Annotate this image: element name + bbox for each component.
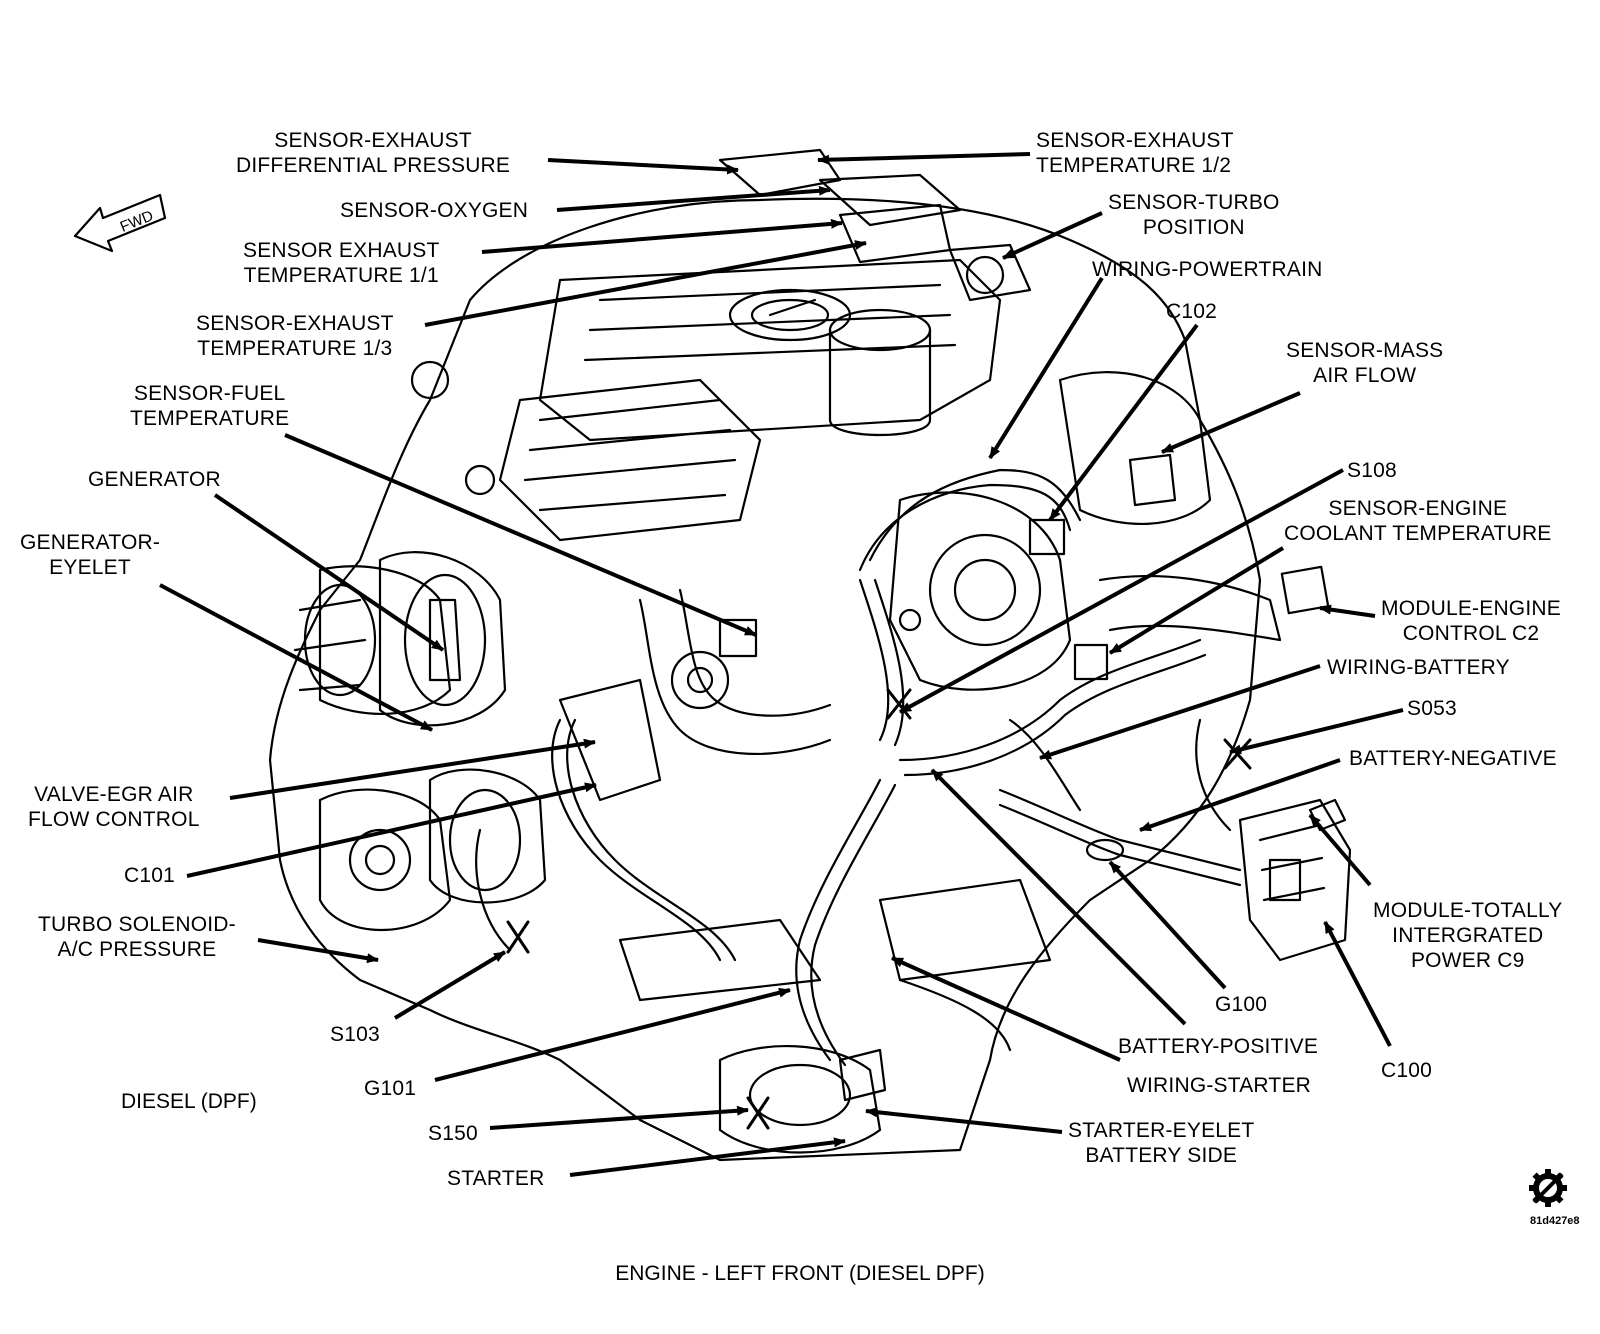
label-module-engine-control-c2: MODULE-ENGINE CONTROL C2 [1381,597,1561,645]
label-sensor-exhaust-differential-pressure: SENSOR-EXHAUST DIFFERENTIAL PRESSURE [236,129,511,177]
label-sensor-mass-air-flow: SENSOR-MASS AIR FLOW [1286,339,1444,387]
label-module-totally-intergrated-power-c9: MODULE-TOTALLY INTERGRATED POWER C9 [1373,899,1563,972]
label-wiring-battery: WIRING-BATTERY [1327,656,1510,679]
label-s108: S108 [1347,459,1397,482]
label-starter-eyelet-battery-side: STARTER-EYELET BATTERY SIDE [1068,1119,1255,1167]
leader-lines [159,152,1404,1177]
engine-drawing [268,148,1352,1162]
label-sensor-exhaust-temperature-1-1: SENSOR EXHAUST TEMPERATURE 1/1 [243,239,440,287]
label-c102: C102 [1166,300,1218,323]
label-sensor-exhaust-temperature-1-3: SENSOR-EXHAUST TEMPERATURE 1/3 [196,312,394,360]
label-s053: S053 [1407,697,1457,720]
label-generator-eyelet: GENERATOR- EYELET [20,531,161,579]
label-s103: S103 [330,1023,380,1046]
fwd-arrow-icon [73,193,167,253]
label-sensor-turbo-position: SENSOR-TURBO POSITION [1108,191,1280,239]
label-sensor-exhaust-temperature-1-2: SENSOR-EXHAUST TEMPERATURE 1/2 [1036,129,1234,177]
label-starter: STARTER [447,1167,545,1190]
label-valve-egr-air-flow-control: VALVE-EGR AIR FLOW CONTROL [28,783,200,831]
variant-label: DIESEL (DPF) [121,1090,257,1113]
label-battery-negative: BATTERY-NEGATIVE [1349,747,1557,770]
label-generator: GENERATOR [88,468,221,491]
label-wiring-starter: WIRING-STARTER [1127,1074,1312,1097]
label-sensor-engine-coolant-temperature: SENSOR-ENGINE COOLANT TEMPERATURE [1284,497,1552,545]
label-g101: G101 [364,1077,417,1100]
figure-code: 81d427e8 [1530,1215,1580,1227]
label-sensor-oxygen: SENSOR-OXYGEN [340,199,529,222]
label-sensor-fuel-temperature: SENSOR-FUEL TEMPERATURE [130,382,290,430]
figure-caption: ENGINE - LEFT FRONT (DIESEL DPF) [615,1262,985,1285]
label-wiring-powertrain: WIRING-POWERTRAIN [1092,258,1323,281]
label-c101: C101 [124,864,176,887]
gear-logo-icon [1529,1169,1567,1207]
label-turbo-solenoid-ac-pressure: TURBO SOLENOID- A/C PRESSURE [38,913,236,961]
label-c100: C100 [1381,1059,1433,1082]
label-s150: S150 [428,1122,478,1145]
label-battery-positive: BATTERY-POSITIVE [1118,1035,1319,1058]
label-g100: G100 [1215,993,1268,1016]
